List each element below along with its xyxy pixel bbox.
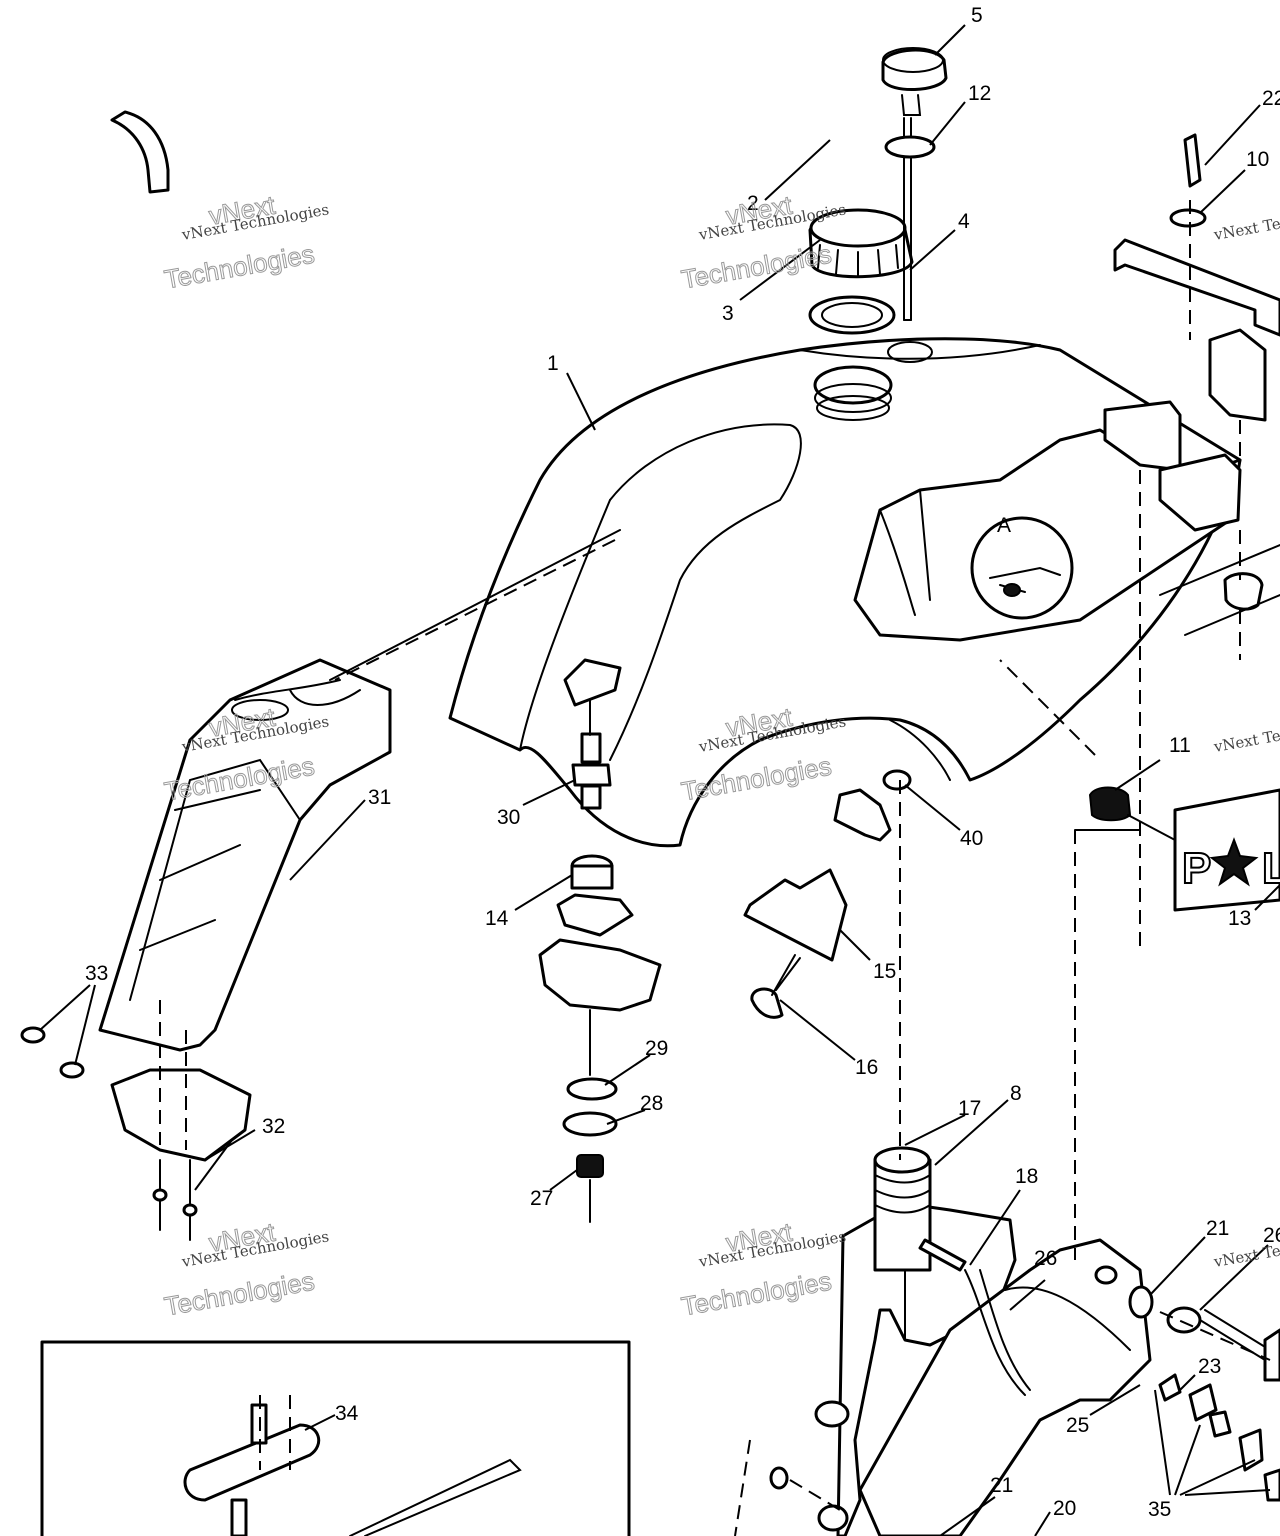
watermark-tech: Technologies xyxy=(679,239,834,295)
right-hardware xyxy=(769,1285,1280,1502)
callout-27: 27 xyxy=(530,1187,553,1210)
mount-stack xyxy=(538,658,662,1223)
callout-31: 31 xyxy=(368,786,391,809)
callout-26-left: 26 xyxy=(1034,1247,1057,1270)
watermark-tech: Technologies xyxy=(162,1266,317,1322)
callout-22: 22 xyxy=(1262,87,1280,110)
callout-35: 35 xyxy=(1148,1498,1171,1521)
callout-29: 29 xyxy=(645,1037,668,1060)
callout-23: 23 xyxy=(1198,1355,1221,1378)
callout-2: 2 xyxy=(747,192,759,215)
grommet xyxy=(1088,786,1132,822)
callout-40: 40 xyxy=(960,827,983,850)
callout-25: 25 xyxy=(1066,1414,1089,1437)
callout-13: 13 xyxy=(1228,907,1251,930)
watermark-tech: Technologies xyxy=(679,1266,834,1322)
assembly-lines xyxy=(159,200,1271,1536)
callout-32: 32 xyxy=(262,1115,285,1138)
callout-16: 16 xyxy=(855,1056,878,1079)
detail-a-label: A xyxy=(997,514,1011,537)
seat-bracket xyxy=(110,1068,252,1162)
fasteners xyxy=(20,1026,198,1241)
callout-17: 17 xyxy=(958,1097,981,1120)
callout-12: 12 xyxy=(968,82,991,105)
vent-hose xyxy=(110,110,170,194)
fuel-tank xyxy=(448,337,1242,848)
inset-box xyxy=(40,1340,631,1536)
callout-34: 34 xyxy=(335,1402,359,1425)
callout-3: 3 xyxy=(722,302,734,325)
callout-10: 10 xyxy=(1246,148,1269,171)
detail-a: A xyxy=(970,514,1074,620)
callout-30: 30 xyxy=(497,806,520,829)
callout-numbers: 1 2 3 4 5 8 10 11 12 13 14 15 16 17 18 2… xyxy=(85,4,1280,1521)
logo-letter-p: P xyxy=(1182,844,1211,893)
callout-8: 8 xyxy=(1010,1082,1022,1105)
callout-28: 28 xyxy=(640,1092,663,1115)
logo-letter-l: L xyxy=(1262,844,1280,893)
fuel-cap xyxy=(808,208,914,335)
fuel-gauge xyxy=(881,47,948,321)
callout-11: 11 xyxy=(1169,734,1191,757)
callout-21-lower: 21 xyxy=(990,1474,1013,1497)
leader-lines xyxy=(39,24,1280,1536)
seat-frame xyxy=(98,658,392,1052)
right-bracket xyxy=(1113,133,1280,912)
watermark-tech: Technologies xyxy=(162,239,317,295)
callout-15: 15 xyxy=(873,960,896,983)
callout-33: 33 xyxy=(85,962,108,985)
callout-4: 4 xyxy=(958,210,970,233)
callout-18: 18 xyxy=(1015,1165,1038,1188)
callout-5: 5 xyxy=(971,4,983,27)
callout-20: 20 xyxy=(1053,1497,1076,1520)
oil-tank xyxy=(814,1146,1152,1536)
watermark-text: vNext Technologies xyxy=(1212,200,1280,244)
callout-1: 1 xyxy=(547,352,559,375)
callout-14: 14 xyxy=(485,907,509,930)
watermark-text: vNext Technologies xyxy=(1212,712,1280,756)
logo-badge: P L xyxy=(1181,837,1280,894)
callout-26-right: 26 xyxy=(1263,1224,1280,1247)
tank-bracket xyxy=(743,769,912,1019)
callout-21-upper: 21 xyxy=(1206,1217,1229,1240)
